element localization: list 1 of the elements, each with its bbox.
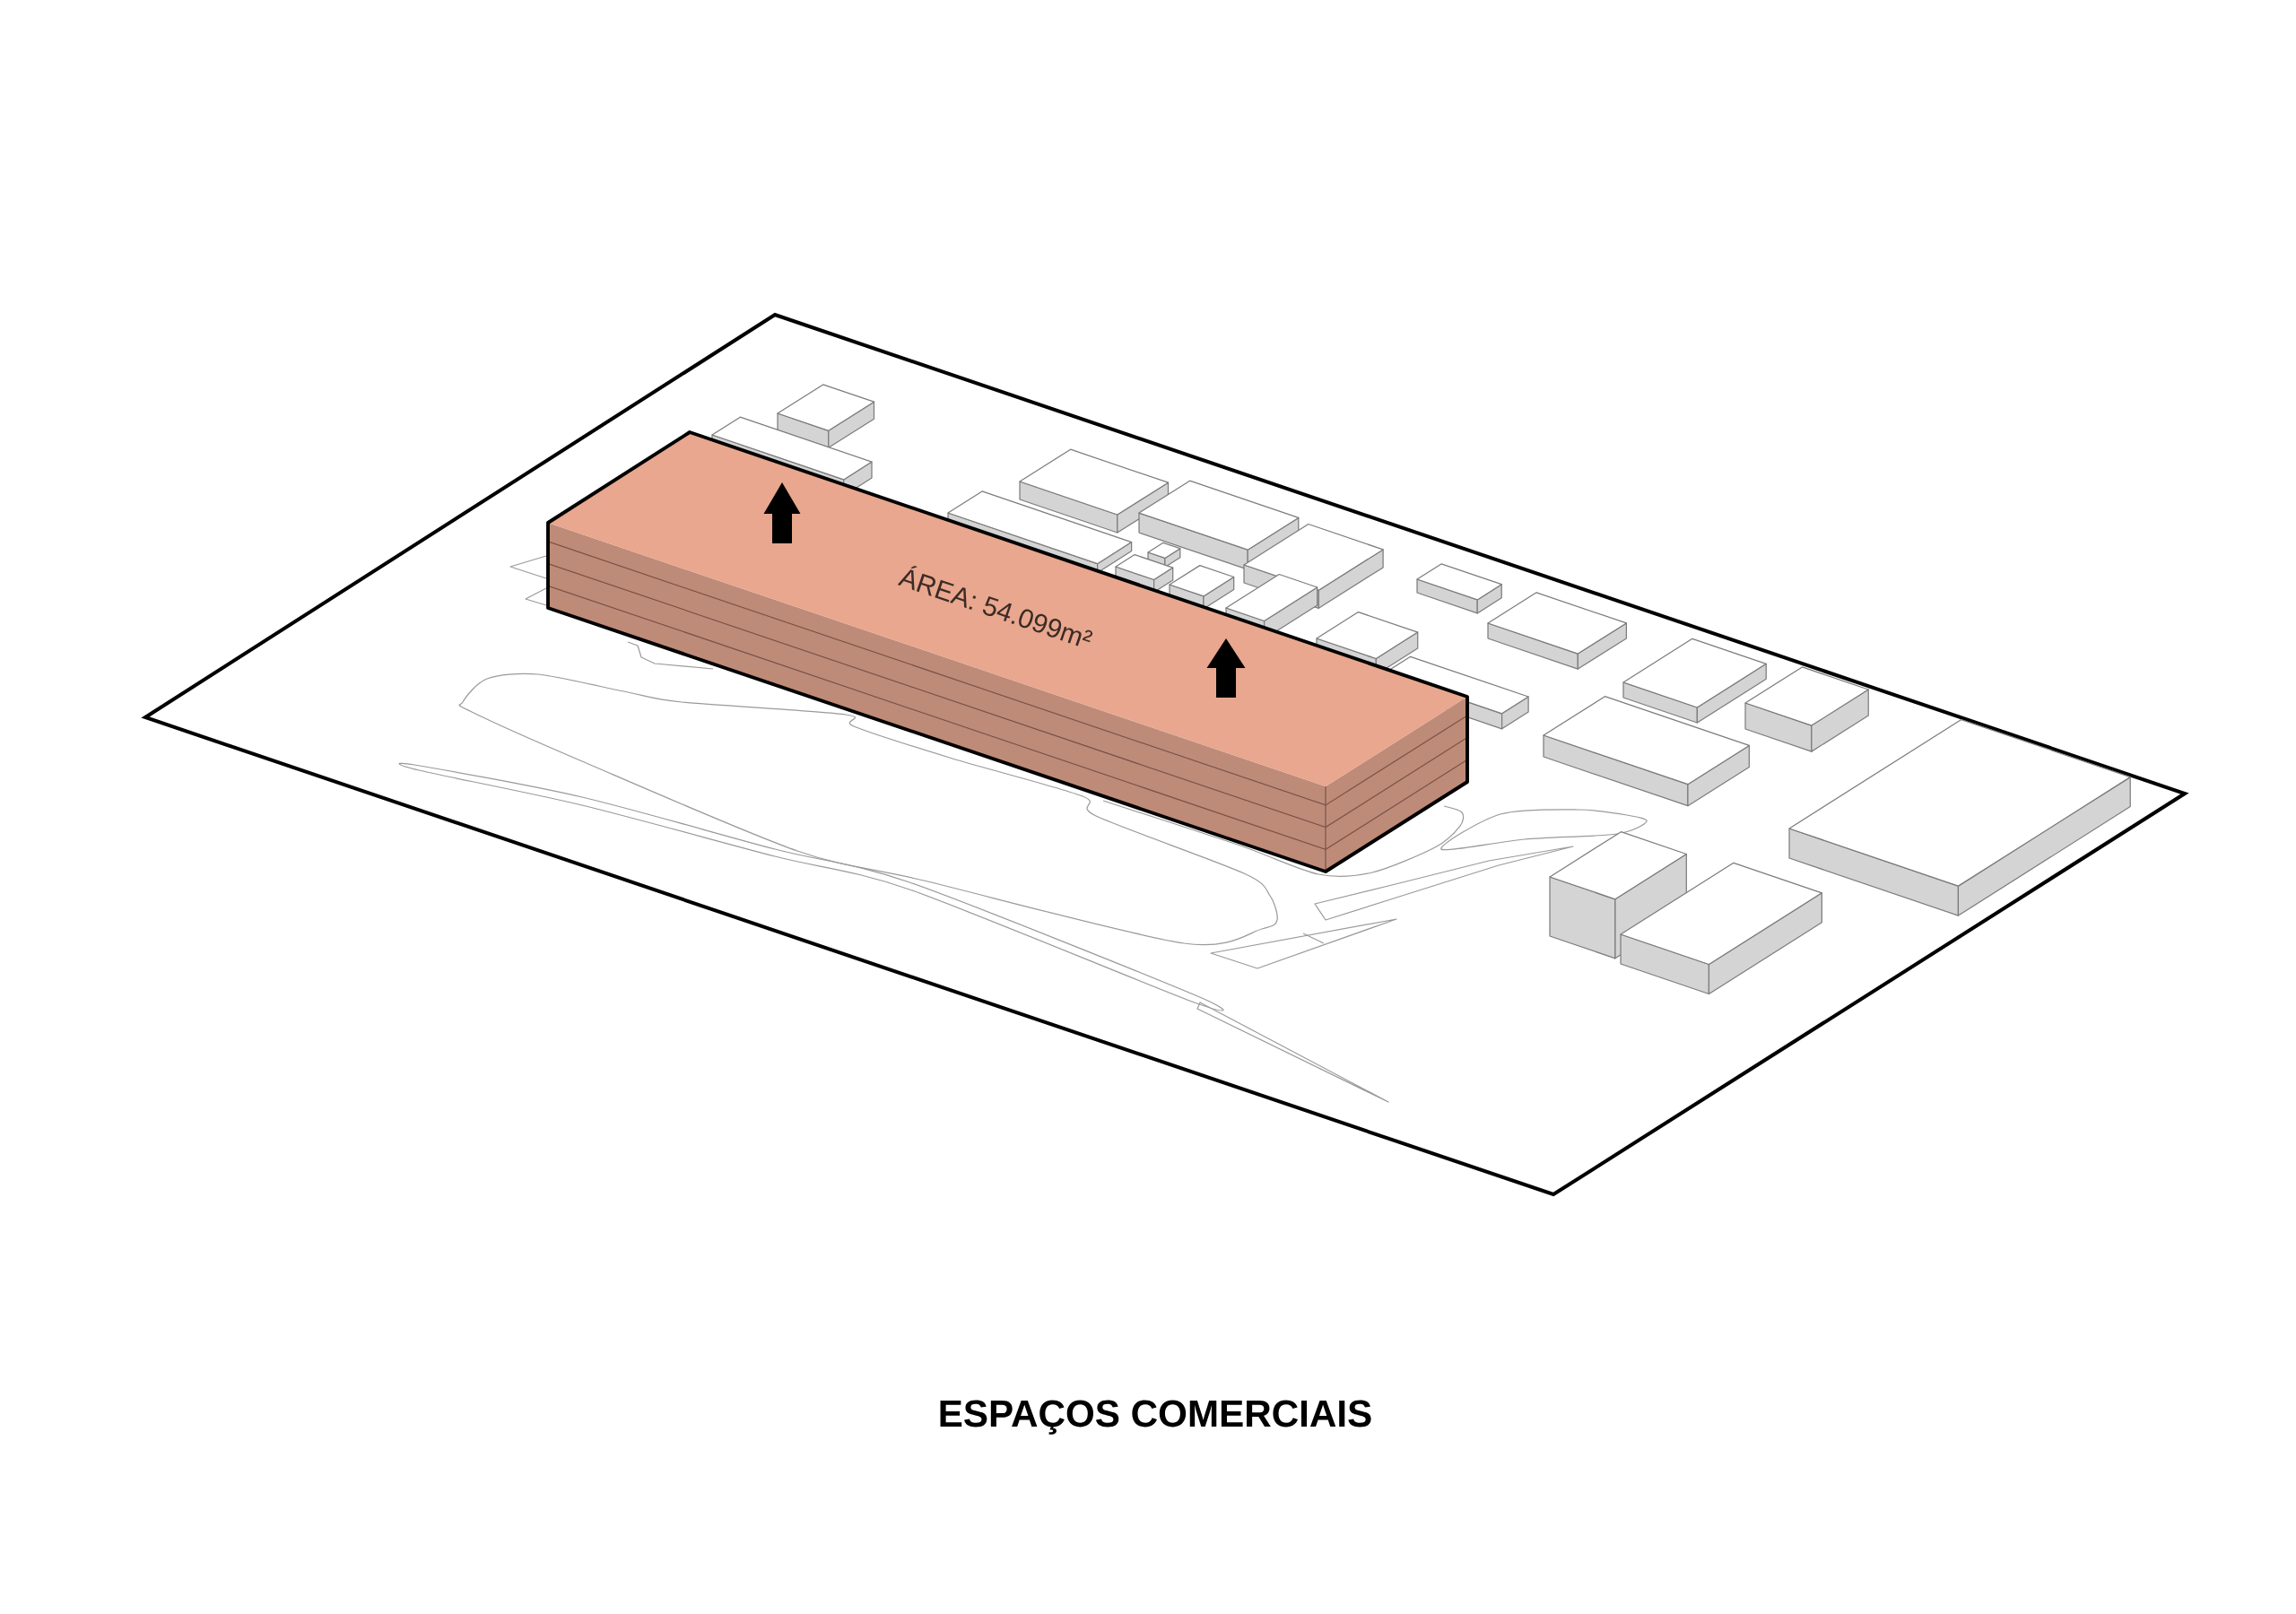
caption: ESPAÇOS COMERCIAIS	[940, 1400, 1371, 1435]
